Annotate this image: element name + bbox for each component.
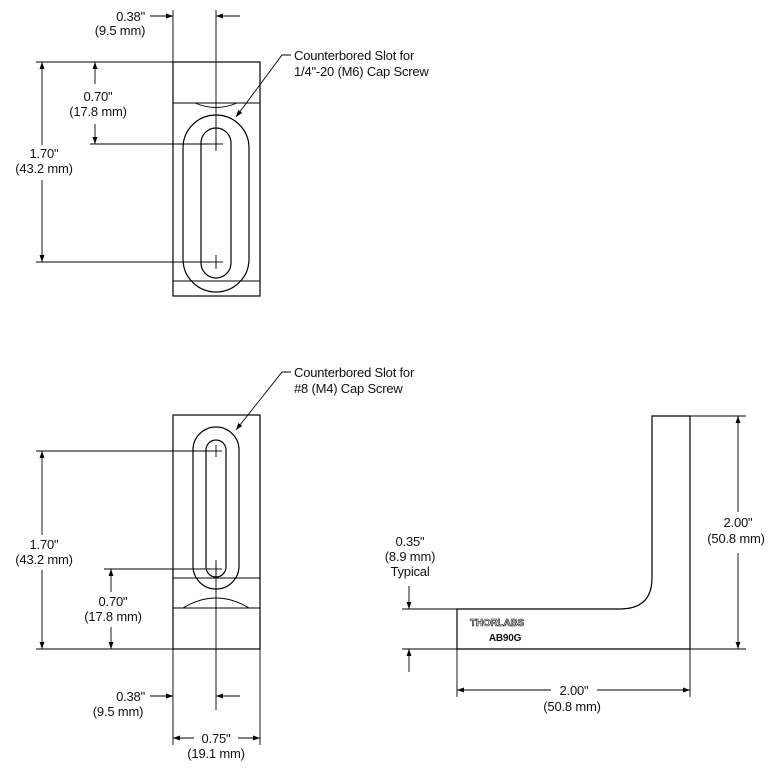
side-thickness-dim-note: Typical — [390, 564, 429, 579]
side-height-dim-inch: 2.00" — [724, 515, 754, 530]
top-slot-dim-mm: (17.8 mm) — [69, 104, 126, 119]
side-height-dim-mm: (50.8 mm) — [707, 531, 764, 546]
top-callout-line2: 1/4"-20 (M6) Cap Screw — [294, 64, 429, 79]
bottom-width-dim-inch: 0.75" — [202, 731, 232, 746]
top-slot-dim-inch: 0.70" — [84, 89, 114, 104]
side-thickness-dim-mm: (8.9 mm) — [385, 549, 435, 564]
top-offset-dim-mm: (9.5 mm) — [95, 23, 145, 38]
bottom-callout-leader — [235, 371, 291, 431]
bottom-height-dim-inch: 1.70" — [30, 537, 60, 552]
side-length-dim-inch: 2.00" — [560, 683, 590, 698]
side-length-dim-mm: (50.8 mm) — [543, 699, 600, 714]
bottom-offset-dim-inch: 0.38" — [116, 689, 146, 704]
bottom-plate-outline — [172, 414, 261, 650]
side-thickness-dim-inch: 0.35" — [396, 534, 426, 549]
top-plate-outline — [172, 61, 261, 297]
top-callout-leader — [235, 54, 291, 118]
bottom-width-dim-mm: (19.1 mm) — [187, 746, 244, 761]
bottom-height-dim-mm: (43.2 mm) — [15, 552, 72, 567]
bottom-callout-line2: #8 (M4) Cap Screw — [294, 381, 403, 396]
bottom-slot-dim-mm: (17.8 mm) — [84, 609, 141, 624]
side-logo-part: AB90G — [489, 633, 522, 644]
side-bracket-profile — [456, 415, 691, 650]
bottom-offset-dim-mm: (9.5 mm) — [93, 704, 143, 719]
top-height-dim-inch: 1.70" — [30, 146, 60, 161]
side-view: THORLABS AB90G 0.35" (8.9 mm) Typical 2.… — [385, 415, 765, 714]
bottom-through-slot — [205, 439, 227, 578]
top-offset-dim-inch: 0.38" — [116, 9, 146, 24]
bottom-slot-dim-inch: 0.70" — [99, 594, 129, 609]
side-logo-brand: THORLABS — [470, 618, 524, 629]
top-view: 0.38" (9.5 mm) 0.70" (17.8 mm) 1.70" (43… — [15, 9, 430, 297]
top-height-dim-mm: (43.2 mm) — [15, 161, 72, 176]
bottom-view: Counterbored Slot for #8 (M4) Cap Screw … — [15, 365, 415, 761]
top-callout-line1: Counterbored Slot for — [294, 48, 415, 63]
bottom-callout-line1: Counterbored Slot for — [294, 365, 415, 380]
